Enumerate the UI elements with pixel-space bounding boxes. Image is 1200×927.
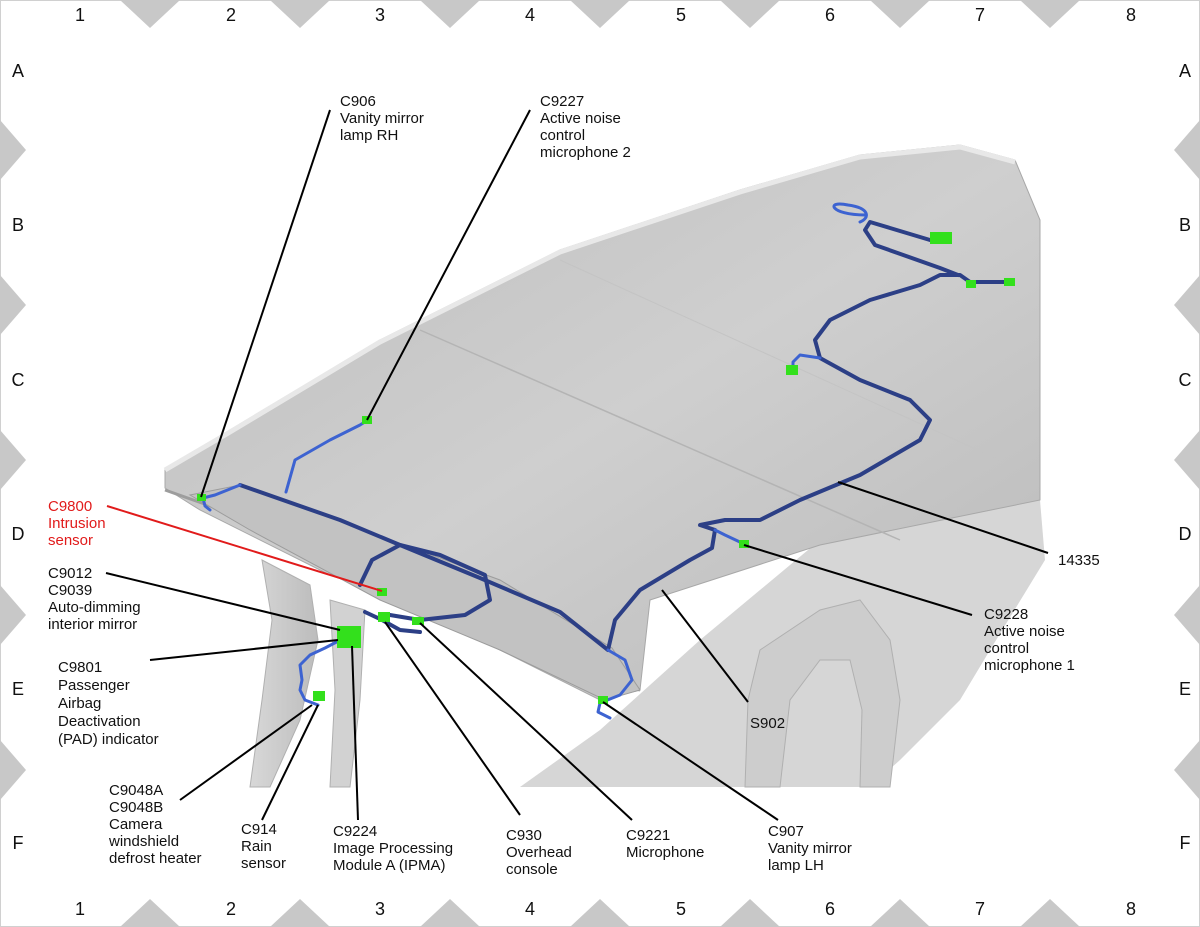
grid-row-right-B: B	[1179, 215, 1191, 235]
leader-c9800	[106, 505, 383, 592]
leader-c9227	[366, 109, 531, 421]
mirror-harness	[298, 633, 352, 707]
grid-row-left-B: B	[12, 215, 24, 235]
mic1-branch	[713, 528, 744, 545]
leader-c907	[602, 701, 779, 821]
grid-row-right-E: E	[1179, 679, 1191, 699]
label-c930: C930 Overhead console	[506, 827, 576, 878]
wiring-harness	[201, 202, 1012, 720]
grid-row-left-E: E	[12, 679, 24, 699]
grid-row-left-F: F	[13, 833, 24, 853]
grid-col-bottom-2: 2	[226, 899, 236, 919]
grid-row-markers: A B C D E F A B C D E F	[0, 61, 1200, 853]
connector-c9012-icon[interactable]	[337, 626, 361, 648]
label-c907: C907 Vanity mirror lamp LH	[768, 823, 856, 874]
label-c9012: C9012 C9039 Auto-dimming interior mirror	[48, 565, 145, 633]
grid-col-bottom-4: 4	[525, 899, 535, 919]
leader-s902	[661, 589, 749, 703]
connector-c9228-icon[interactable]	[739, 540, 749, 548]
connector-c9224-icon[interactable]	[378, 612, 390, 622]
leader-c9221	[419, 622, 633, 821]
grid-col-top-7: 7	[975, 5, 985, 25]
connector-rear-module-icon[interactable]	[930, 232, 952, 244]
connector-dome-icon[interactable]	[786, 365, 798, 375]
vehicle-roof-illustration	[163, 144, 1045, 788]
grid-row-left-A: A	[12, 61, 24, 81]
grid-col-top-3: 3	[375, 5, 385, 25]
grid-col-bottom-3: 3	[375, 899, 385, 919]
label-c9801: C9801 Passenger Airbag Deactivation (PAD…	[58, 659, 159, 748]
grid-col-top-6: 6	[825, 5, 835, 25]
leader-lines	[105, 109, 1049, 821]
connector-c907-icon[interactable]	[598, 696, 608, 704]
grid-row-right-C: C	[1179, 370, 1192, 390]
grid-col-top-5: 5	[676, 5, 686, 25]
main-harness	[238, 273, 1012, 652]
leader-c9048	[179, 704, 313, 801]
label-c9227: C9227 Active noise control microphone 2	[540, 93, 631, 161]
grid-row-right-F: F	[1180, 833, 1191, 853]
connector-c9221-icon[interactable]	[412, 617, 424, 625]
grid-col-top-4: 4	[525, 5, 535, 25]
label-c9048: C9048A C9048B Camera windshield defrost …	[108, 782, 202, 867]
leader-c9012	[105, 572, 341, 631]
label-c906: C906 Vanity mirror lamp RH	[340, 93, 428, 144]
console-branch	[363, 610, 422, 634]
label-14335: 14335	[1058, 552, 1100, 569]
callout-labels: C906 Vanity mirror lamp RH C9227 Active …	[48, 93, 1100, 878]
label-c9224: C9224 Image Processing Module A (IPMA)	[333, 823, 457, 874]
rear-coil	[832, 202, 868, 224]
grid-col-bottom-1: 1	[75, 899, 85, 919]
grid-col-bottom-8: 8	[1126, 899, 1136, 919]
vanity-lh-branch	[596, 648, 634, 720]
grid-row-left-D: D	[12, 524, 25, 544]
leader-c914	[261, 704, 319, 821]
grid-col-top-2: 2	[226, 5, 236, 25]
leader-c930	[384, 621, 521, 816]
label-c9800: C9800 Intrusion sensor	[48, 498, 110, 549]
label-s902: S902	[750, 715, 785, 732]
leader-c906	[200, 109, 331, 498]
connector-rear-b-icon[interactable]	[1004, 278, 1015, 286]
grid-row-right-A: A	[1179, 61, 1191, 81]
leader-c9224	[351, 645, 359, 821]
grid-col-bottom-6: 6	[825, 899, 835, 919]
grid-col-bottom-5: 5	[676, 899, 686, 919]
connector-c9048-icon[interactable]	[313, 691, 325, 701]
connector-c906-icon[interactable]	[197, 494, 206, 501]
leader-c9801	[149, 639, 339, 661]
grid-row-left-C: C	[12, 370, 25, 390]
console-harness	[358, 543, 492, 622]
connector-rear-a-icon[interactable]	[966, 280, 976, 288]
label-c914: C914 Rain sensor	[241, 821, 286, 872]
label-c9221: C9221 Microphone	[626, 827, 704, 861]
grid-column-markers: 1 2 3 4 5 6 7 8 1 2 3 4 5 6 7 8	[75, 0, 1136, 927]
label-c9228: C9228 Active noise control microphone 1	[984, 606, 1075, 674]
grid-col-top-1: 1	[75, 5, 85, 25]
leader-c9228	[743, 544, 973, 616]
grid-col-top-8: 8	[1126, 5, 1136, 25]
grid-col-bottom-7: 7	[975, 899, 985, 919]
connector-c9800-icon[interactable]	[377, 588, 387, 596]
grid-row-right-D: D	[1179, 524, 1192, 544]
rear-harness-loop	[863, 220, 960, 277]
leader-14335	[837, 481, 1049, 554]
